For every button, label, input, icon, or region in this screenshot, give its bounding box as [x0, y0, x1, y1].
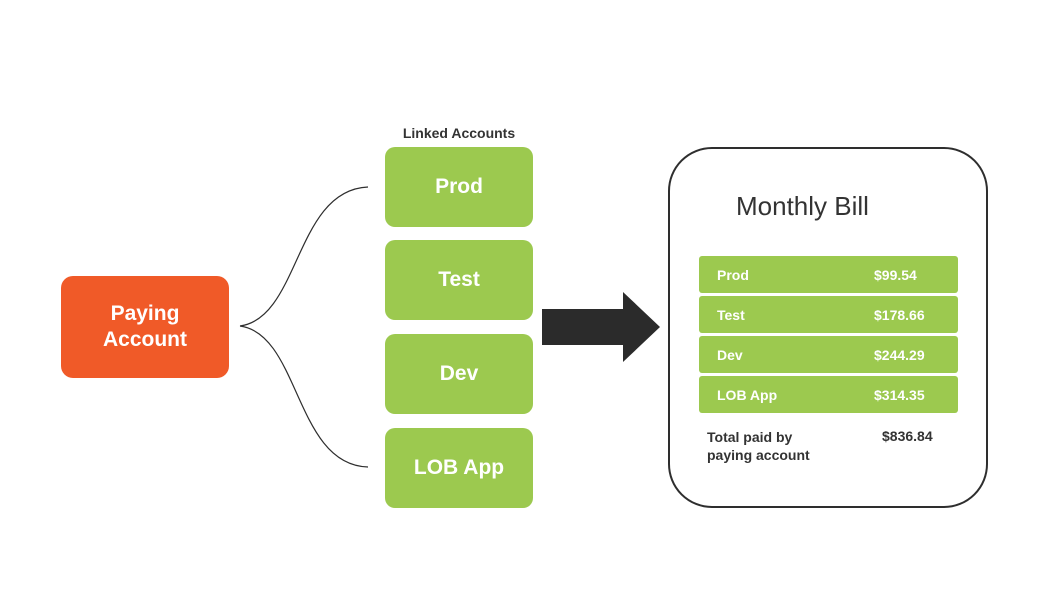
linked-account-dev: Dev — [385, 334, 533, 414]
bill-row-name: Test — [717, 307, 745, 323]
total-label: Total paid by paying account — [707, 429, 810, 463]
bill-row-prod: Prod $99.54 — [699, 256, 958, 293]
brace-connector-bottom — [239, 325, 369, 468]
brace-connector-top — [239, 186, 369, 327]
linked-account-lob-app: LOB App — [385, 428, 533, 508]
bill-row-lob-app: LOB App $314.35 — [699, 376, 958, 413]
bill-row-amount: $314.35 — [874, 387, 925, 403]
total-amount: $836.84 — [882, 428, 933, 444]
bill-row-amount: $178.66 — [874, 307, 925, 323]
bill-row-name: Dev — [717, 347, 743, 363]
bill-row-name: LOB App — [717, 387, 778, 403]
bill-row-amount: $99.54 — [874, 267, 917, 283]
bill-row-dev: Dev $244.29 — [699, 336, 958, 373]
paying-account-box: Paying Account — [61, 276, 229, 378]
linked-accounts-title: Linked Accounts — [402, 125, 516, 141]
monthly-bill-title: Monthly Bill — [736, 191, 869, 221]
bill-row-name: Prod — [717, 267, 749, 283]
bill-row-test: Test $178.66 — [699, 296, 958, 333]
bill-row-amount: $244.29 — [874, 347, 925, 363]
right-arrow-icon — [542, 292, 660, 362]
linked-account-test: Test — [385, 240, 533, 320]
linked-account-prod: Prod — [385, 147, 533, 227]
